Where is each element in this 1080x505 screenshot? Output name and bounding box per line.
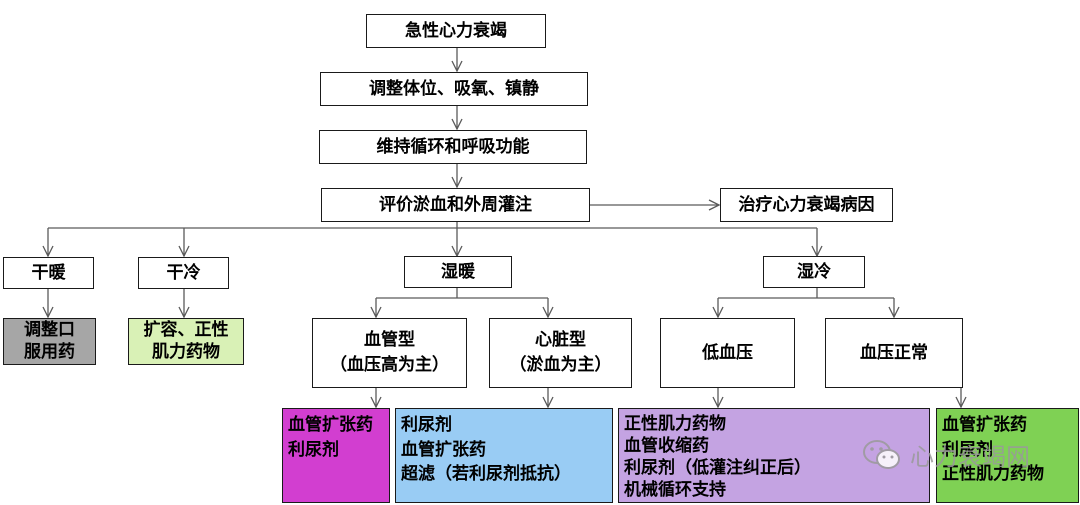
- node-dry-cold: 干冷: [138, 257, 229, 289]
- low-bp-tx-line-4: 机械循环支持: [624, 480, 726, 501]
- watermark-text: 心力衰竭网: [910, 443, 1030, 471]
- cardiac-type-note: （淤血为主）: [509, 355, 612, 375]
- node-normal-blood-pressure: 血压正常: [825, 318, 963, 388]
- node-cardiac-treatment: 利尿剂 血管扩张药 超滤（若利尿剂抵抗）: [395, 408, 613, 503]
- node-evaluate-congestion: 评价淤血和外周灌注: [321, 188, 590, 222]
- vascular-type-note: （血压高为主）: [330, 355, 449, 375]
- dry-warm-tx-line-2: 服用药: [24, 341, 75, 362]
- normal-bp-tx-line-1: 血管扩张药: [942, 415, 1027, 435]
- node-maintain-circulation: 维持循环和呼吸功能: [319, 130, 587, 164]
- node-normal-bp-treatment: 血管扩张药 利尿剂 正性肌力药物: [936, 408, 1079, 503]
- node-dry-warm: 干暖: [3, 257, 94, 289]
- node-adjust-position: 调整体位、吸氧、镇静: [320, 72, 588, 106]
- vascular-type-title: 血管型: [364, 330, 415, 351]
- node-acute-heart-failure: 急性心力衰竭: [366, 14, 546, 48]
- dry-cold-tx-line-2: 肌力药物: [152, 341, 220, 362]
- cardiac-tx-line-1: 利尿剂: [401, 415, 452, 435]
- normal-bp-tx-line-2: 利尿剂: [942, 439, 993, 460]
- vascular-tx-line-2: 利尿剂: [288, 439, 339, 460]
- wechat-icon: [863, 439, 900, 469]
- node-cardiac-type: 心脏型 （淤血为主）: [489, 318, 632, 388]
- cardiac-type-title: 心脏型: [535, 330, 586, 351]
- vascular-tx-line-1: 血管扩张药: [288, 415, 373, 435]
- dry-cold-tx-line-1: 扩容、正性: [143, 320, 229, 341]
- dry-warm-tx-line-1: 调整口: [24, 320, 75, 341]
- normal-bp-tx-line-3: 正性肌力药物: [942, 464, 1044, 485]
- node-vascular-type: 血管型 （血压高为主）: [312, 318, 467, 388]
- low-bp-tx-line-1: 正性肌力药物: [624, 414, 726, 434]
- low-bp-tx-line-2: 血管收缩药: [624, 436, 709, 457]
- node-treat-cause: 治疗心力衰竭病因: [720, 188, 893, 222]
- low-bp-tx-line-3: 利尿剂（低灌注纠正后）: [624, 458, 811, 479]
- node-dry-cold-treatment: 扩容、正性 肌力药物: [128, 318, 244, 365]
- node-vascular-treatment: 血管扩张药 利尿剂: [282, 408, 390, 503]
- node-low-blood-pressure: 低血压: [660, 318, 795, 388]
- cardiac-tx-line-3: 超滤（若利尿剂抵抗）: [401, 464, 571, 485]
- cardiac-tx-line-2: 血管扩张药: [401, 439, 486, 460]
- node-dry-warm-treatment: 调整口 服用药: [3, 318, 96, 365]
- node-wet-warm: 湿暖: [404, 256, 512, 288]
- node-wet-cold: 湿冷: [763, 256, 865, 288]
- watermark: 心力衰竭网: [862, 437, 1030, 472]
